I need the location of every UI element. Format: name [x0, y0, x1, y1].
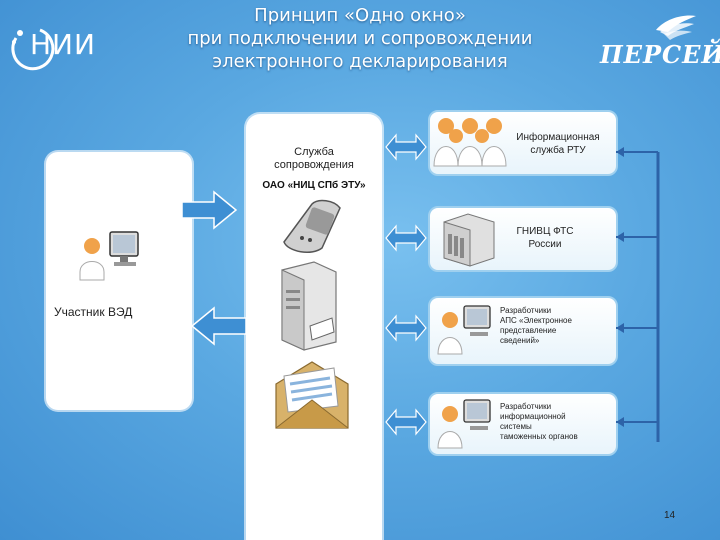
- rtu-line-1: Информационная: [516, 132, 600, 143]
- people-group-icon: [433, 118, 507, 167]
- aps-line-3: представление: [500, 326, 557, 335]
- support-title: Служба сопровождения: [246, 146, 382, 172]
- fts-line-1: ГНИВЦ ФТС: [516, 226, 574, 237]
- aps-line-1: Разработчики: [500, 306, 552, 315]
- developer-workstation-2-icon: [437, 399, 491, 449]
- double-arrow-2-icon: [385, 224, 427, 252]
- rtu-info-service-block: [428, 110, 618, 176]
- rtu-info-service-label: Информационная служба РТУ: [508, 131, 608, 157]
- slide-title: Принцип «Одно окно» при подключении и со…: [130, 4, 590, 73]
- right-connector-lines: [616, 147, 660, 442]
- participant-label: Участник ВЭД: [54, 305, 133, 319]
- double-arrow-3-icon: [385, 314, 427, 342]
- customs-is-developers-label: Разработчики информационной системы тамо…: [500, 402, 610, 442]
- nii-logo-icon: [11, 28, 55, 71]
- double-arrow-1-icon: [385, 133, 427, 161]
- server-icon: [281, 261, 337, 351]
- persey-logo-icon: [656, 15, 696, 40]
- title-line-2: при подключении и сопровождении: [187, 28, 533, 49]
- developer-workstation-icon: [437, 305, 491, 355]
- title-line-3: электронного декларирования: [212, 51, 508, 72]
- fts-center-label: ГНИВЦ ФТС России: [500, 225, 590, 251]
- support-org: ОАО «НИЦ СПб ЭТУ»: [262, 180, 366, 191]
- aps-developers-label: Разработчики АПС «Электронное представле…: [500, 306, 610, 346]
- customs-line-1: Разработчики: [500, 402, 552, 411]
- aps-line-2: АПС «Электронное: [500, 316, 572, 325]
- participant-person-icon: [79, 231, 139, 281]
- customs-line-3: системы: [500, 422, 532, 431]
- customs-line-4: таможенных органов: [500, 432, 578, 441]
- support-line-2: сопровождения: [274, 159, 354, 171]
- support-line-1: Служба: [294, 146, 334, 158]
- rtu-line-2: служба РТУ: [530, 145, 586, 156]
- double-arrow-4-icon: [385, 408, 427, 436]
- server-rack-icon: [443, 213, 495, 267]
- persey-logo-text: ПЕРСЕЙ: [600, 40, 720, 69]
- arrow-to-participant-icon: [190, 306, 247, 346]
- page-number: 14: [664, 510, 676, 521]
- customs-line-2: информационной: [500, 412, 566, 421]
- phone-icon: [283, 199, 341, 254]
- nii-logo-text: НИИ: [30, 28, 96, 61]
- fts-line-2: России: [528, 239, 562, 250]
- participant-panel: [46, 152, 192, 410]
- mail-icon: [275, 361, 349, 429]
- arrow-to-support-icon: [181, 190, 238, 230]
- title-line-1: Принцип «Одно окно»: [254, 5, 466, 26]
- aps-line-4: сведений»: [500, 336, 540, 345]
